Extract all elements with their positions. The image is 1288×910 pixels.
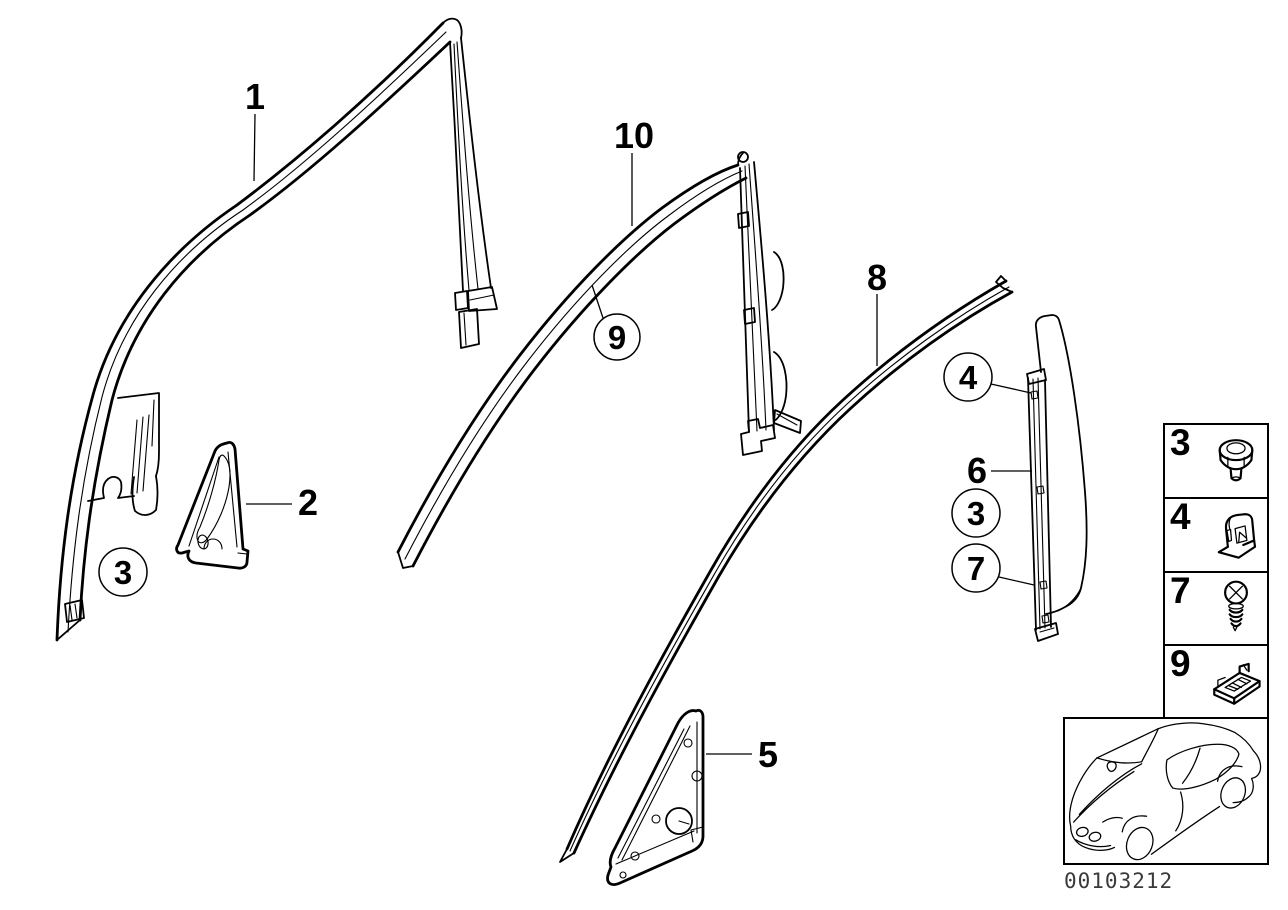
sheet-metal-clip-icon xyxy=(1217,512,1257,559)
callout-5[interactable]: 5 xyxy=(758,734,778,775)
part-5-mirror-base-plate xyxy=(606,708,705,886)
circled-callout-3-left-label[interactable]: 3 xyxy=(114,554,132,591)
circled-callout-4[interactable]: 4 xyxy=(943,352,993,402)
legend-number-3[interactable]: 3 xyxy=(1170,422,1191,463)
legend-cell-7[interactable]: 7 xyxy=(1165,569,1267,647)
legend-number-7[interactable]: 7 xyxy=(1170,569,1191,611)
car-three-quarter-view-icon xyxy=(1069,722,1262,861)
part-8-trim-strip xyxy=(559,275,1014,863)
callout-8-label[interactable]: 8 xyxy=(867,257,887,298)
legend-cell-4[interactable]: 4 xyxy=(1165,495,1267,573)
mounting-clip-icon xyxy=(1213,662,1261,705)
part-6-pillar-cover-strip xyxy=(1026,314,1088,642)
callout-2-label[interactable]: 2 xyxy=(298,482,318,523)
part-10-window-frame xyxy=(396,151,802,569)
circled-callout-4-label[interactable]: 4 xyxy=(959,359,978,396)
callout-5-label[interactable]: 5 xyxy=(758,734,778,775)
legend-cell-3[interactable]: 3 xyxy=(1165,422,1267,499)
vehicle-thumbnail xyxy=(1063,717,1269,865)
circled-callout-9-label[interactable]: 9 xyxy=(608,319,626,356)
diagram-part-number: 00103212 xyxy=(1064,869,1174,893)
leader-lines xyxy=(246,113,1035,755)
callout-10-label[interactable]: 10 xyxy=(614,115,654,156)
callout-1-label[interactable]: 1 xyxy=(245,76,265,117)
callout-2[interactable]: 2 xyxy=(298,482,318,523)
callout-1[interactable]: 1 xyxy=(245,76,265,117)
circled-callout-3-right[interactable]: 3 xyxy=(951,488,1001,538)
callout-6-label[interactable]: 6 xyxy=(967,450,987,491)
legend-cell-9[interactable]: 9 xyxy=(1165,643,1267,718)
part-1-window-frame-trim xyxy=(55,17,498,642)
part-2-mirror-triangle-cover xyxy=(175,440,250,570)
legend-number-9[interactable]: 9 xyxy=(1170,643,1191,685)
callout-8[interactable]: 8 xyxy=(867,257,887,298)
circled-callout-3-left[interactable]: 3 xyxy=(98,547,148,597)
hex-bolt-icon xyxy=(1218,438,1254,482)
legend-number-4[interactable]: 4 xyxy=(1170,495,1191,537)
circled-callout-9[interactable]: 9 xyxy=(593,313,641,361)
callout-10[interactable]: 10 xyxy=(614,115,654,156)
fastener-legend: 3 4 7 xyxy=(1163,422,1269,720)
circled-callout-7[interactable]: 7 xyxy=(951,543,1001,593)
phillips-screw-icon xyxy=(1224,581,1248,632)
callout-6[interactable]: 6 xyxy=(967,450,987,491)
circled-callout-7-label[interactable]: 7 xyxy=(967,550,985,587)
circled-callout-3-right-label[interactable]: 3 xyxy=(967,495,985,532)
